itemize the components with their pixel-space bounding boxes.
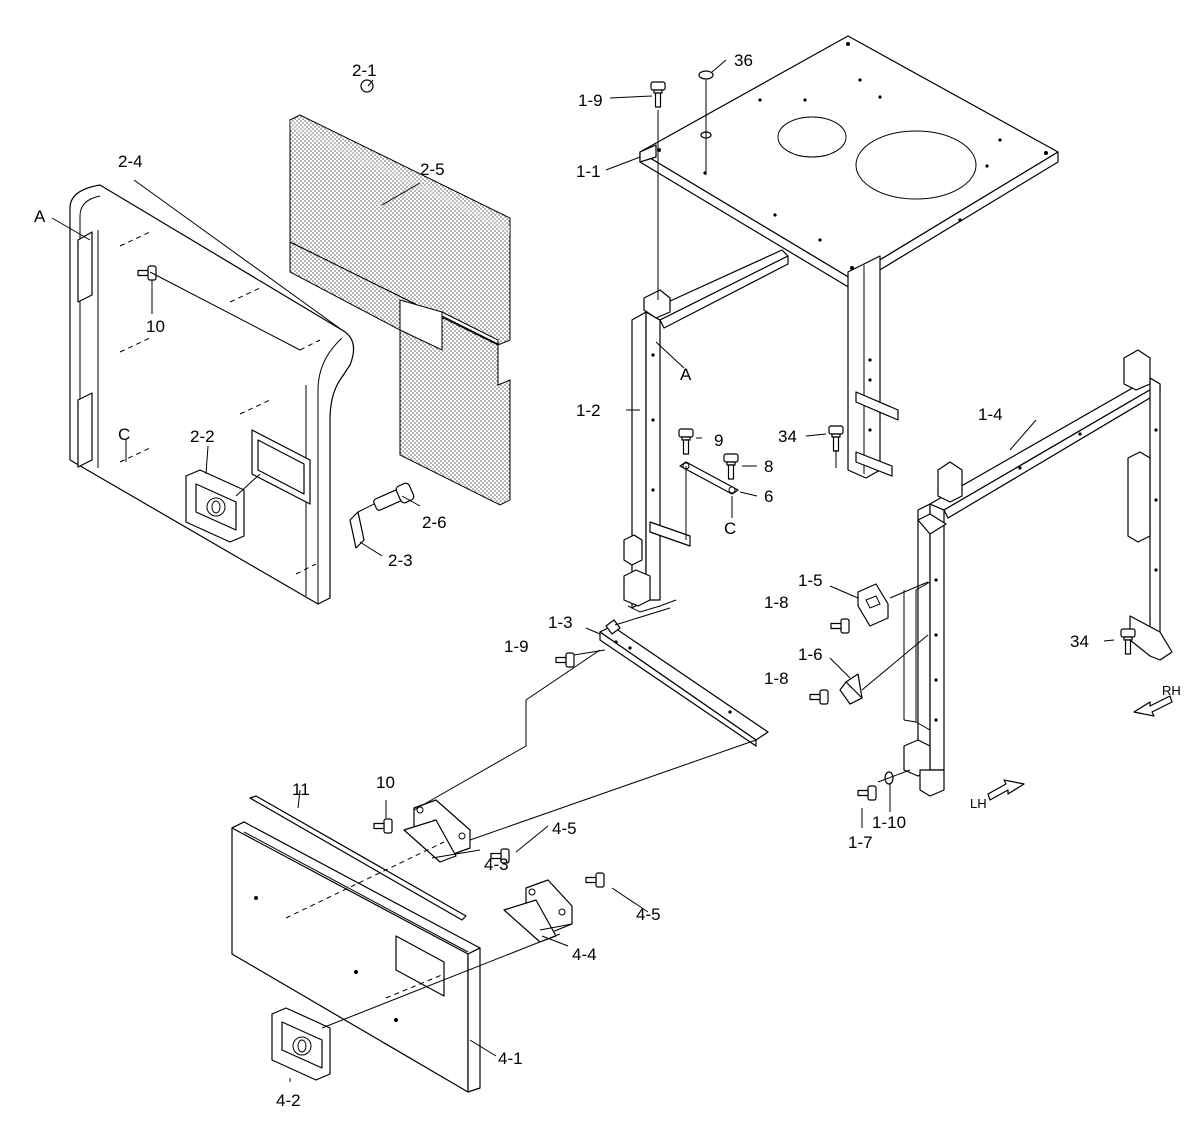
label-10-top: 10 bbox=[146, 317, 165, 336]
label-36: 36 bbox=[734, 51, 753, 70]
foam-pad bbox=[289, 114, 511, 506]
label-9: 9 bbox=[714, 431, 723, 450]
label-1-9-mid: 1-9 bbox=[504, 637, 529, 656]
label-1-4: 1-4 bbox=[978, 405, 1003, 424]
label-2-3: 2-3 bbox=[388, 551, 413, 570]
label-1-9-top: 1-9 bbox=[578, 91, 603, 110]
side-latch bbox=[185, 469, 245, 543]
left-frame bbox=[623, 249, 899, 613]
label-4-1: 4-1 bbox=[498, 1049, 523, 1068]
label-4-2: 4-2 bbox=[276, 1091, 301, 1110]
label-10-bottom: 10 bbox=[376, 773, 395, 792]
label-1-6: 1-6 bbox=[798, 645, 823, 664]
label-4-5-bottom: 4-5 bbox=[636, 905, 661, 924]
label-8: 8 bbox=[764, 457, 773, 476]
label-c-right: C bbox=[724, 519, 736, 538]
label-1-10: 1-10 bbox=[872, 813, 906, 832]
label-2-2: 2-2 bbox=[190, 427, 215, 446]
washer-icon bbox=[360, 70, 894, 785]
label-1-3: 1-3 bbox=[548, 613, 573, 632]
hollow-arrow-icon bbox=[1133, 695, 1173, 717]
label-c-left: C bbox=[118, 425, 130, 444]
label-1-8-bottom: 1-8 bbox=[764, 669, 789, 688]
label-2-5: 2-5 bbox=[420, 160, 445, 179]
upper-hinge bbox=[403, 799, 471, 863]
right-frame bbox=[903, 349, 1173, 797]
hollow-arrow-icon bbox=[987, 779, 1025, 801]
label-1-7: 1-7 bbox=[848, 833, 873, 852]
label-34-top: 34 bbox=[778, 427, 797, 446]
label-a-left: A bbox=[34, 207, 46, 226]
side-cover bbox=[69, 184, 355, 605]
label-a-right: A bbox=[680, 365, 692, 384]
label-11: 11 bbox=[292, 780, 310, 799]
label-1-1: 1-1 bbox=[576, 162, 601, 181]
leader-lines bbox=[51, 59, 1115, 1082]
lower-hinge bbox=[503, 879, 573, 943]
label-2-6: 2-6 bbox=[422, 513, 447, 532]
bracket-angle bbox=[839, 673, 863, 705]
door-latch bbox=[271, 1007, 331, 1081]
label-4-4: 4-4 bbox=[572, 945, 597, 964]
label-4-3: 4-3 bbox=[484, 855, 509, 874]
part-labels: 2-1 2-4 2-5 A 10 C 2-2 2-6 2-3 1-9 36 1-… bbox=[34, 51, 1181, 1110]
label-34-right: 34 bbox=[1070, 632, 1089, 651]
side-latch-window bbox=[251, 429, 311, 505]
direction-lh-label: LH bbox=[970, 796, 987, 811]
label-1-2: 1-2 bbox=[576, 401, 601, 420]
label-1-8-top: 1-8 bbox=[764, 593, 789, 612]
label-4-5-top: 4-5 bbox=[552, 819, 577, 838]
label-2-4: 2-4 bbox=[118, 152, 143, 171]
label-6: 6 bbox=[764, 487, 773, 506]
link-plate bbox=[679, 461, 739, 540]
label-2-1: 2-1 bbox=[352, 61, 377, 80]
label-1-5: 1-5 bbox=[798, 571, 823, 590]
bracket-plate bbox=[857, 583, 889, 627]
cross-member bbox=[599, 619, 769, 747]
lower-door bbox=[231, 821, 481, 1093]
direction-rh-label: RH bbox=[1162, 683, 1181, 698]
top-plate bbox=[639, 35, 1059, 289]
bumper bbox=[373, 482, 415, 511]
seal-strip bbox=[249, 795, 467, 921]
